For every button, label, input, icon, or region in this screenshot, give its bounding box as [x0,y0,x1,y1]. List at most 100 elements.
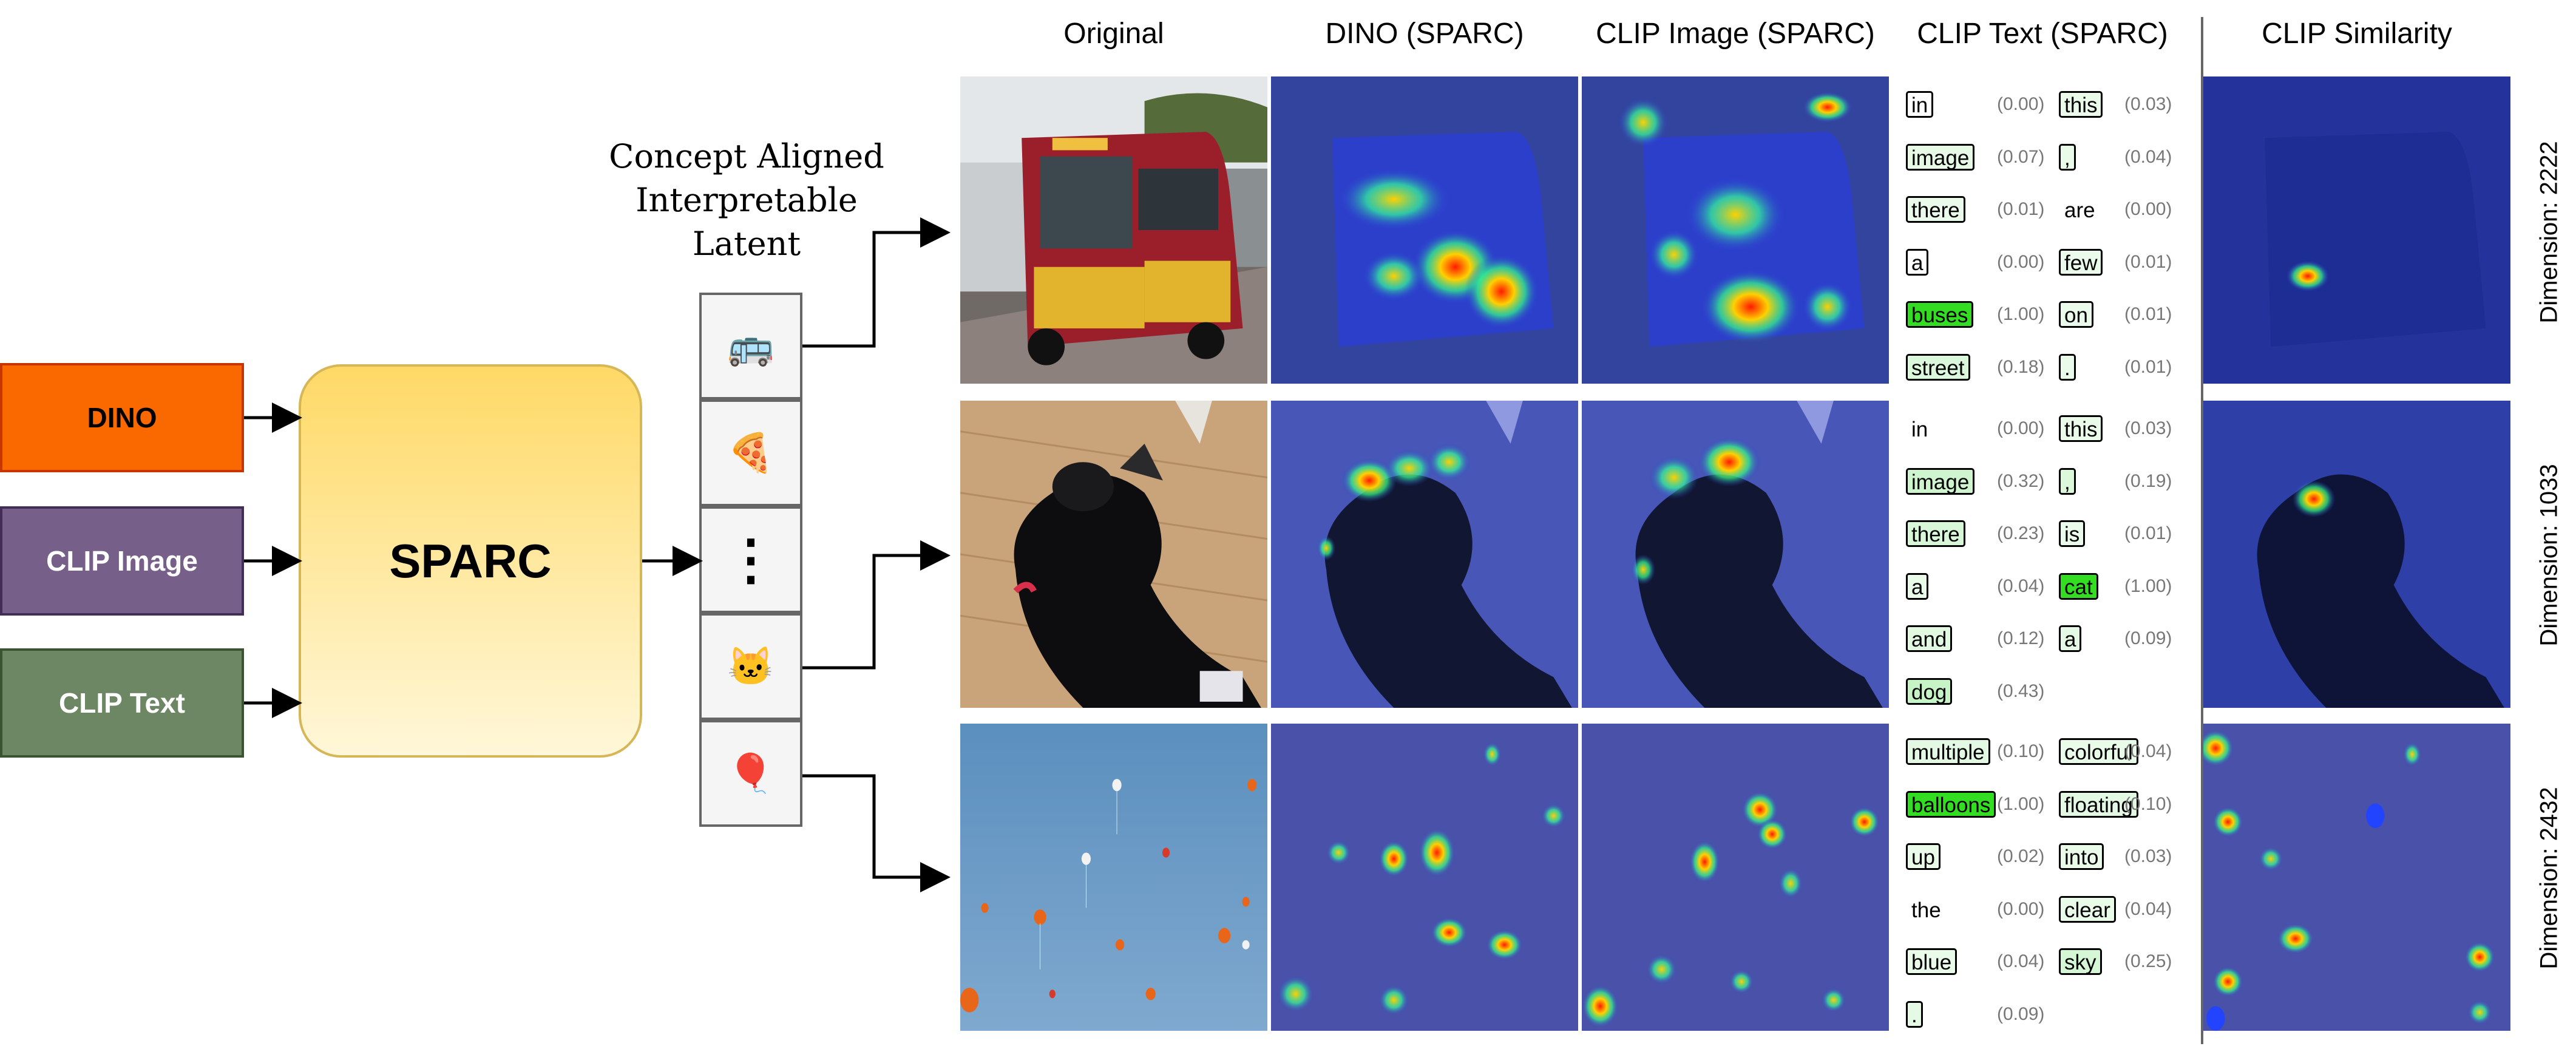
original-image-balloons [960,724,1267,1031]
dino-label: DINO [87,402,157,433]
token-score-row1: (0.04) [2124,146,2172,167]
arrow-latent-balloon-to-row3 [802,774,951,892]
latent-vector: 🚌 🍕 ⋮ 🐱 🎈 [699,293,802,827]
dino-heatmap-bus [1271,76,1578,384]
latent-cell-ellipsis: ⋮ [699,506,802,613]
token-score-row1: (1.00) [1997,304,2045,324]
token-score-row1: (0.00) [1997,251,2045,272]
token-score-row3: (0.00) [1997,898,2045,919]
token-in-row1: in [1906,91,1934,118]
token-score-row2: (0.32) [1997,470,2045,491]
latent-title-line-2: Interpretable [636,181,858,219]
original-image-cat [960,401,1267,708]
token-score-row3: (0.25) [2124,951,2172,971]
token-in-row2: in [1911,418,1928,441]
token-score-row2: (0.01) [2124,523,2172,543]
token-colorful-row3: colorful [2059,738,2138,765]
token-score-row2: (0.12) [1997,628,2045,648]
clip-text-input-box: CLIP Text [0,648,244,758]
clip-similarity-heatmap-bus [2203,76,2510,384]
token-score-row3: (0.03) [2124,846,2172,866]
header-clip-similarity: CLIP Similarity [2262,18,2452,50]
token-score-row3: (0.10) [2124,793,2172,814]
cat-emoji-icon: 🐱 [727,645,774,688]
token-is-row2: is [2059,520,2086,547]
token-street-row1: street [1906,353,1970,381]
token-sky-row3: sky [2059,948,2102,975]
arrow-latent-cat-to-row2 [802,540,951,670]
token--row1: , [2059,143,2076,171]
balloon-emoji-icon: 🎈 [727,752,774,795]
token-score-row2: (0.43) [1997,681,2045,701]
header-dino-sparc: DINO (SPARC) [1325,18,1524,50]
sparc-label: SPARC [389,534,552,588]
token-on-row1: on [2059,301,2093,328]
token--row2: , [2059,467,2076,495]
token--row1: . [2059,353,2076,381]
token-a-row2: a [2059,625,2082,652]
token-score-row1: (0.01) [2124,304,2172,324]
token-score-row1: (0.01) [2124,356,2172,377]
token-score-row3: (0.04) [1997,951,2045,971]
dimension-label-row-2: Dimension: 1033 [2535,464,2563,647]
token-dog-row2: dog [1906,677,1953,705]
vertical-ellipsis-icon: ⋮ [724,529,778,591]
token-score-row3: (0.02) [1997,846,2045,866]
header-original: Original [1063,18,1164,50]
dino-heatmap-cat [1271,401,1578,708]
token-there-row2: there [1906,520,1965,547]
token-few-row1: few [2059,248,2103,276]
dino-heatmap-balloons [1271,724,1578,1031]
clip-image-heatmap-cat [1582,401,1889,708]
header-clip-text-sparc: CLIP Text (SPARC) [1917,18,2168,50]
clip-image-label: CLIP Image [46,545,198,577]
token-score-row1: (0.01) [2124,251,2172,272]
token-this-row2: this [2059,415,2103,442]
token-score-row1: (0.18) [1997,356,2045,377]
token-the-row3: the [1911,898,1941,922]
token-a-row2: a [1906,572,1929,600]
token-score-row3: (0.04) [2124,898,2172,919]
latent-title-line-3: Latent [692,225,801,263]
latent-cell-cat: 🐱 [699,613,802,720]
token-score-row1: (0.07) [1997,146,2045,167]
dimension-label-row-1: Dimension: 2222 [2535,141,2563,324]
token-balloons-row3: balloons [1906,790,1996,818]
token-score-row2: (0.04) [1997,575,2045,596]
sparc-model-box: SPARC [299,364,642,758]
token-multiple-row3: multiple [1906,738,1990,765]
header-clip-image-sparc: CLIP Image (SPARC) [1596,18,1875,50]
latent-title-line-1: Concept Aligned [609,137,884,175]
token-clear-row3: clear [2059,895,2116,923]
token-a-row1: a [1906,248,1929,276]
token-there-row1: there [1906,196,1965,223]
token-score-row1: (0.01) [1997,199,2045,219]
original-image-bus [960,76,1267,384]
token-score-row2: (1.00) [2124,575,2172,596]
token-score-row3: (0.04) [2124,741,2172,761]
latent-cell-bus: 🚌 [699,293,802,399]
dino-input-box: DINO [0,363,244,472]
latent-title: Concept Aligned Interpretable Latent [601,135,892,266]
token-into-row3: into [2059,843,2104,870]
token-are-row1: are [2064,199,2095,222]
token-score-row2: (0.09) [2124,628,2172,648]
clip-image-heatmap-bus [1582,76,1889,384]
token-score-row2: (0.19) [2124,470,2172,491]
token-this-row1: this [2059,91,2103,118]
token-score-row3: (0.10) [1997,741,2045,761]
pizza-emoji-icon: 🍕 [727,432,774,474]
clip-image-heatmap-balloons [1582,724,1889,1031]
token-score-row1: (0.00) [1997,94,2045,114]
token-cat-row2: cat [2059,572,2098,600]
token-score-row2: (0.23) [1997,523,2045,543]
clip-similarity-heatmap-balloons [2203,724,2510,1031]
token-blue-row3: blue [1906,948,1957,975]
token-image-row1: image [1906,143,1975,171]
clip-similarity-heatmap-cat [2203,401,2510,708]
token-score-row1: (0.03) [2124,94,2172,114]
token-score-row3: (0.09) [1997,1003,2045,1024]
token-score-row2: (0.03) [2124,418,2172,438]
dimension-label-row-3: Dimension: 2432 [2535,787,2563,969]
clip-text-label: CLIP Text [59,687,185,719]
